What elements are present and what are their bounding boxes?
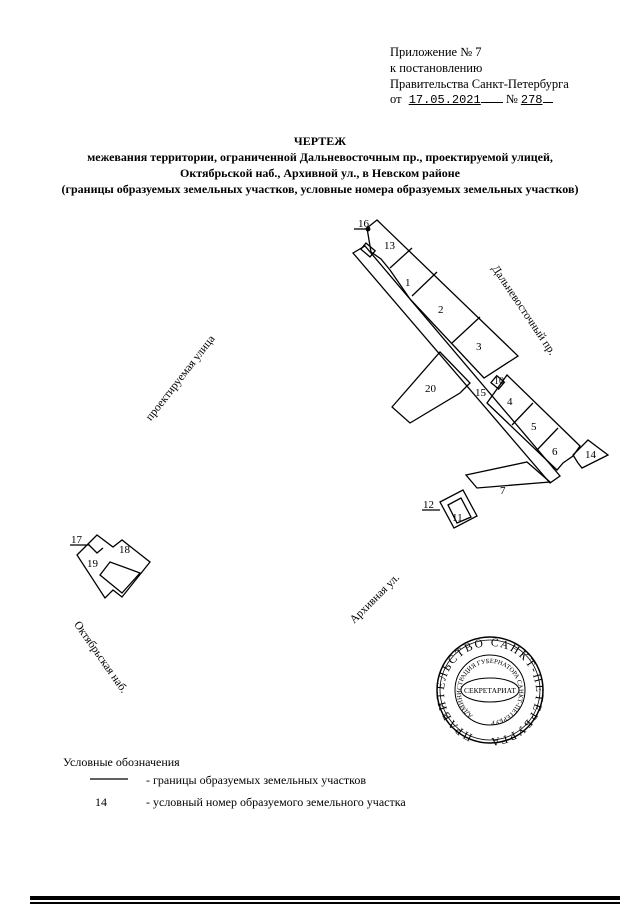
parcel-label-12: 12	[423, 499, 434, 511]
doc-title: ЧЕРТЕЖ	[293, 134, 347, 148]
parcel-label-16: 16	[358, 218, 370, 230]
parcel-label-1: 1	[405, 277, 411, 289]
svg-text:АДМИНИСТРАЦИЯ ГУБЕРНАТОРА САНК: АДМИНИСТРАЦИЯ ГУБЕРНАТОРА САНКТ-ПЕТЕРБУР…	[0, 0, 524, 726]
legend-title: Условные обозначения	[63, 755, 180, 769]
resolution-date: 17.05.2021	[408, 93, 481, 107]
street-projected: проектируемая улица	[144, 333, 218, 423]
parcel-label-19: 19	[87, 558, 99, 570]
parcel-label-6: 6	[552, 446, 558, 458]
government-label: Правительства Санкт-Петербурга	[390, 77, 569, 91]
doc-subtitle-3: (границы образуемых земельных участков, …	[61, 182, 579, 196]
stamp-center-text: СЕКРЕТАРИАТ	[464, 686, 516, 695]
parcel-11-boundary	[447, 497, 472, 524]
street-arkhivnaya: Архивная ул.	[348, 572, 402, 626]
date-prefix: от	[390, 92, 402, 106]
parcel-18-inner	[99, 561, 142, 594]
parcel-label-18: 18	[119, 544, 131, 556]
doc-subtitle-2: Октябрьской наб., Архивной ул., в Невско…	[179, 166, 461, 180]
parcel-15-boundary	[351, 245, 561, 484]
appendix-label: Приложение № 7	[390, 45, 482, 59]
parcel-label-7: 7	[500, 485, 506, 497]
parcel-label-20: 20	[425, 383, 437, 395]
parcel-label-3: 3	[476, 341, 482, 353]
resolution-number: 278	[520, 93, 543, 107]
legend-item-number: - условный номер образуемого земельного …	[146, 795, 406, 809]
parcel-block-top	[366, 219, 520, 379]
parcel-label-2: 2	[438, 304, 444, 316]
parcel-label-11: 11	[452, 512, 463, 524]
legend-item-number-symbol: 14	[95, 795, 107, 809]
stamp-inner-text: АДМИНИСТРАЦИЯ ГУБЕРНАТОРА САНКТ-ПЕТЕРБУР…	[0, 0, 524, 726]
doc-subtitle-1: межевания территории, ограниченной Дальн…	[87, 150, 553, 164]
parcel-label-10: 10	[494, 376, 504, 387]
parcel-label-4: 4	[507, 396, 513, 408]
date-number-line: от 17.05.2021 № 278	[390, 91, 553, 108]
parcel-label-15: 15	[475, 387, 487, 399]
parcel-label-5: 5	[531, 421, 537, 433]
street-dalnevostochny: Дальневосточный пр.	[489, 263, 558, 357]
parcel-label-17: 17	[71, 534, 83, 546]
parcel-14-boundary	[572, 439, 610, 469]
resolution-label: к постановлению	[390, 61, 483, 75]
legend-item-boundaries: - границы образуемых земельных участков	[146, 773, 367, 787]
parcel-17-19-boundary	[76, 534, 151, 600]
number-prefix: №	[505, 92, 518, 106]
street-oktyabrskaya: Октябрьская наб.	[71, 619, 129, 695]
parcel-label-14: 14	[585, 449, 597, 461]
parcel-7-boundary	[464, 461, 552, 489]
parcel-12-boundary	[439, 489, 478, 529]
parcel-label-13: 13	[384, 240, 396, 252]
parcel-20-boundary	[391, 351, 471, 424]
